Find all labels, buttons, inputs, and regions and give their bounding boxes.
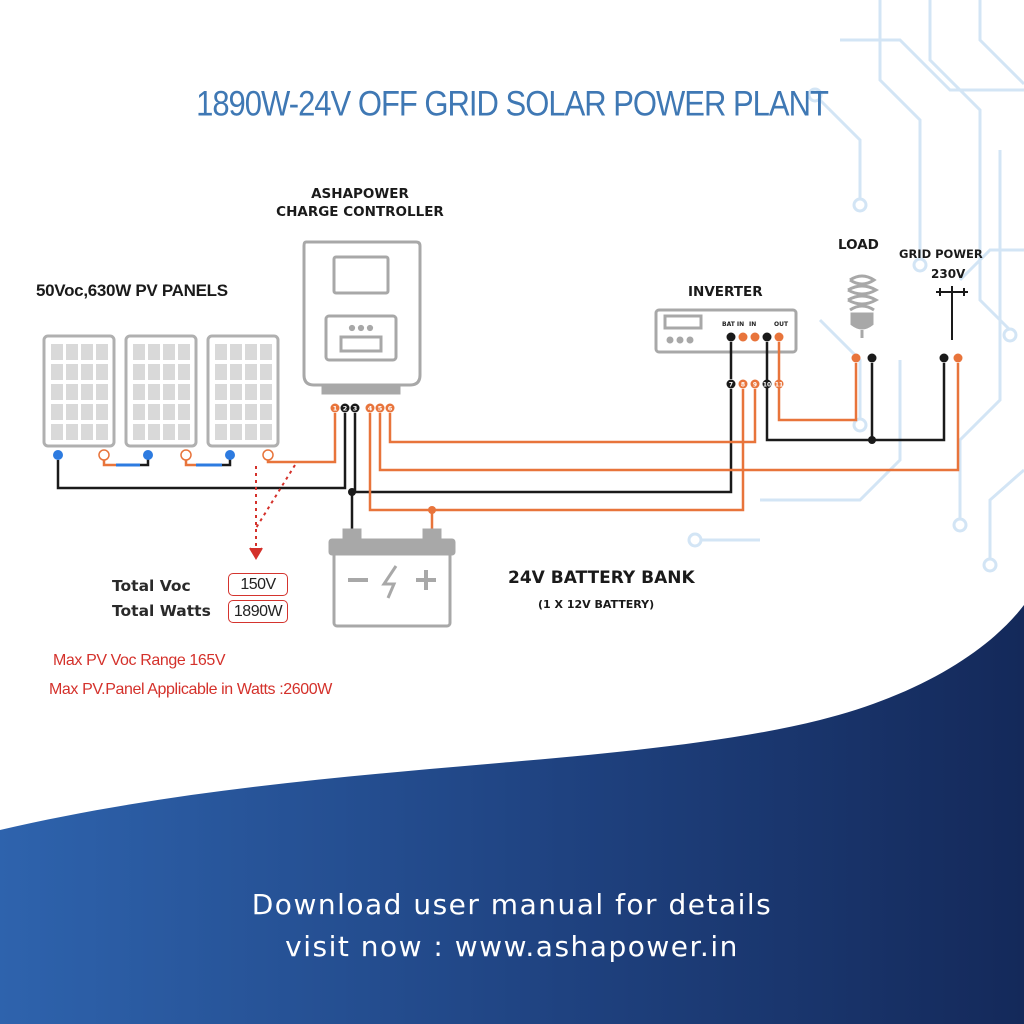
grid-terminals xyxy=(939,353,963,363)
max-voc-note: Max PV Voc Range 165V xyxy=(53,652,226,669)
battery-bank-icon xyxy=(328,528,456,628)
load-terminals xyxy=(851,353,877,363)
charge-controller-brand: ASHAPOWER xyxy=(311,186,409,202)
grid-power-pole-icon xyxy=(936,286,968,340)
controller-terminal-number: 5 xyxy=(378,405,383,413)
inverter-terminals xyxy=(726,332,784,389)
total-watts-label: Total Watts xyxy=(112,602,211,620)
grid-power-label: GRID POWER xyxy=(899,247,983,261)
controller-terminal-number: 4 xyxy=(368,405,373,413)
wiring-positive xyxy=(266,342,960,530)
page-title: 1890W-24V OFF GRID SOLAR POWER PLANT xyxy=(196,83,829,124)
inverter-terminal-labels: BAT IN IN OUT xyxy=(722,321,789,328)
inverter-terminal-number: 9 xyxy=(753,382,757,389)
battery-bank-label: 24V BATTERY BANK xyxy=(508,568,695,588)
load-bulb-icon xyxy=(847,274,880,338)
inverter-terminal-number: 8 xyxy=(741,382,745,389)
controller-terminals xyxy=(330,403,395,413)
voc-measure-pointer xyxy=(249,464,296,560)
inverter-label: INVERTER xyxy=(688,284,763,300)
footer-wave-background xyxy=(0,605,1024,1024)
panel-series-links xyxy=(102,455,232,467)
inverter-bat-in-label: BAT IN xyxy=(722,321,744,328)
max-watts-note: Max PV.Panel Applicable in Watts :2600W xyxy=(49,681,332,698)
wiring-negative xyxy=(56,342,946,530)
inverter-unit xyxy=(654,308,798,354)
pv-panel-1 xyxy=(42,334,116,448)
pv-panel-2 xyxy=(124,334,198,448)
battery-bank-sublabel: (1 X 12V BATTERY) xyxy=(538,598,655,611)
total-watts-value: 1890W xyxy=(228,600,288,623)
grid-voltage-label: 230V xyxy=(931,267,966,281)
controller-terminal-number: 3 xyxy=(353,405,358,413)
pv-panel-3 xyxy=(206,334,280,448)
wire-junction-dots xyxy=(348,436,876,514)
inverter-terminal-number: 11 xyxy=(775,382,783,389)
controller-terminal-number: 2 xyxy=(343,405,348,413)
inverter-out-label: OUT xyxy=(774,321,789,328)
panel-terminal-markers xyxy=(53,449,274,461)
footer-manual-text: Download user manual for details xyxy=(251,888,773,921)
charge-controller-unit xyxy=(302,240,422,395)
load-label: LOAD xyxy=(838,237,879,253)
charge-controller-label: CHARGE CONTROLLER xyxy=(276,204,444,220)
inverter-terminal-number: 10 xyxy=(763,382,771,389)
controller-terminal-number: 6 xyxy=(388,405,393,413)
inverter-in-label: IN xyxy=(749,321,756,328)
total-voc-value: 150V xyxy=(228,573,288,596)
inverter-terminal-number: 7 xyxy=(729,382,733,389)
circuit-background-decoration xyxy=(687,0,1024,573)
pv-panels-label: 50Voc,630W PV PANELS xyxy=(36,281,228,300)
footer-website-link[interactable]: visit now : www.ashapower.in xyxy=(285,930,739,963)
controller-terminal-number: 1 xyxy=(333,405,338,413)
total-voc-label: Total Voc xyxy=(112,577,191,595)
